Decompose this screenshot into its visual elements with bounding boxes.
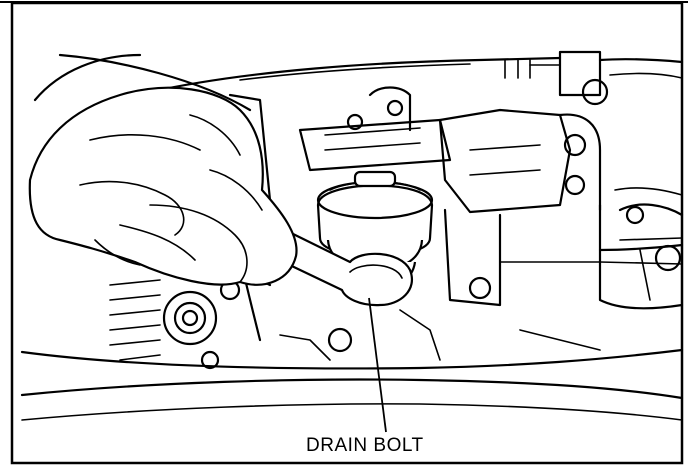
- drain-bolt-label: DRAIN BOLT: [306, 435, 424, 456]
- callout-leader-line: [368, 297, 387, 433]
- hand: [28, 53, 298, 286]
- cooling-fins: [109, 279, 161, 361]
- wrench: [273, 228, 413, 307]
